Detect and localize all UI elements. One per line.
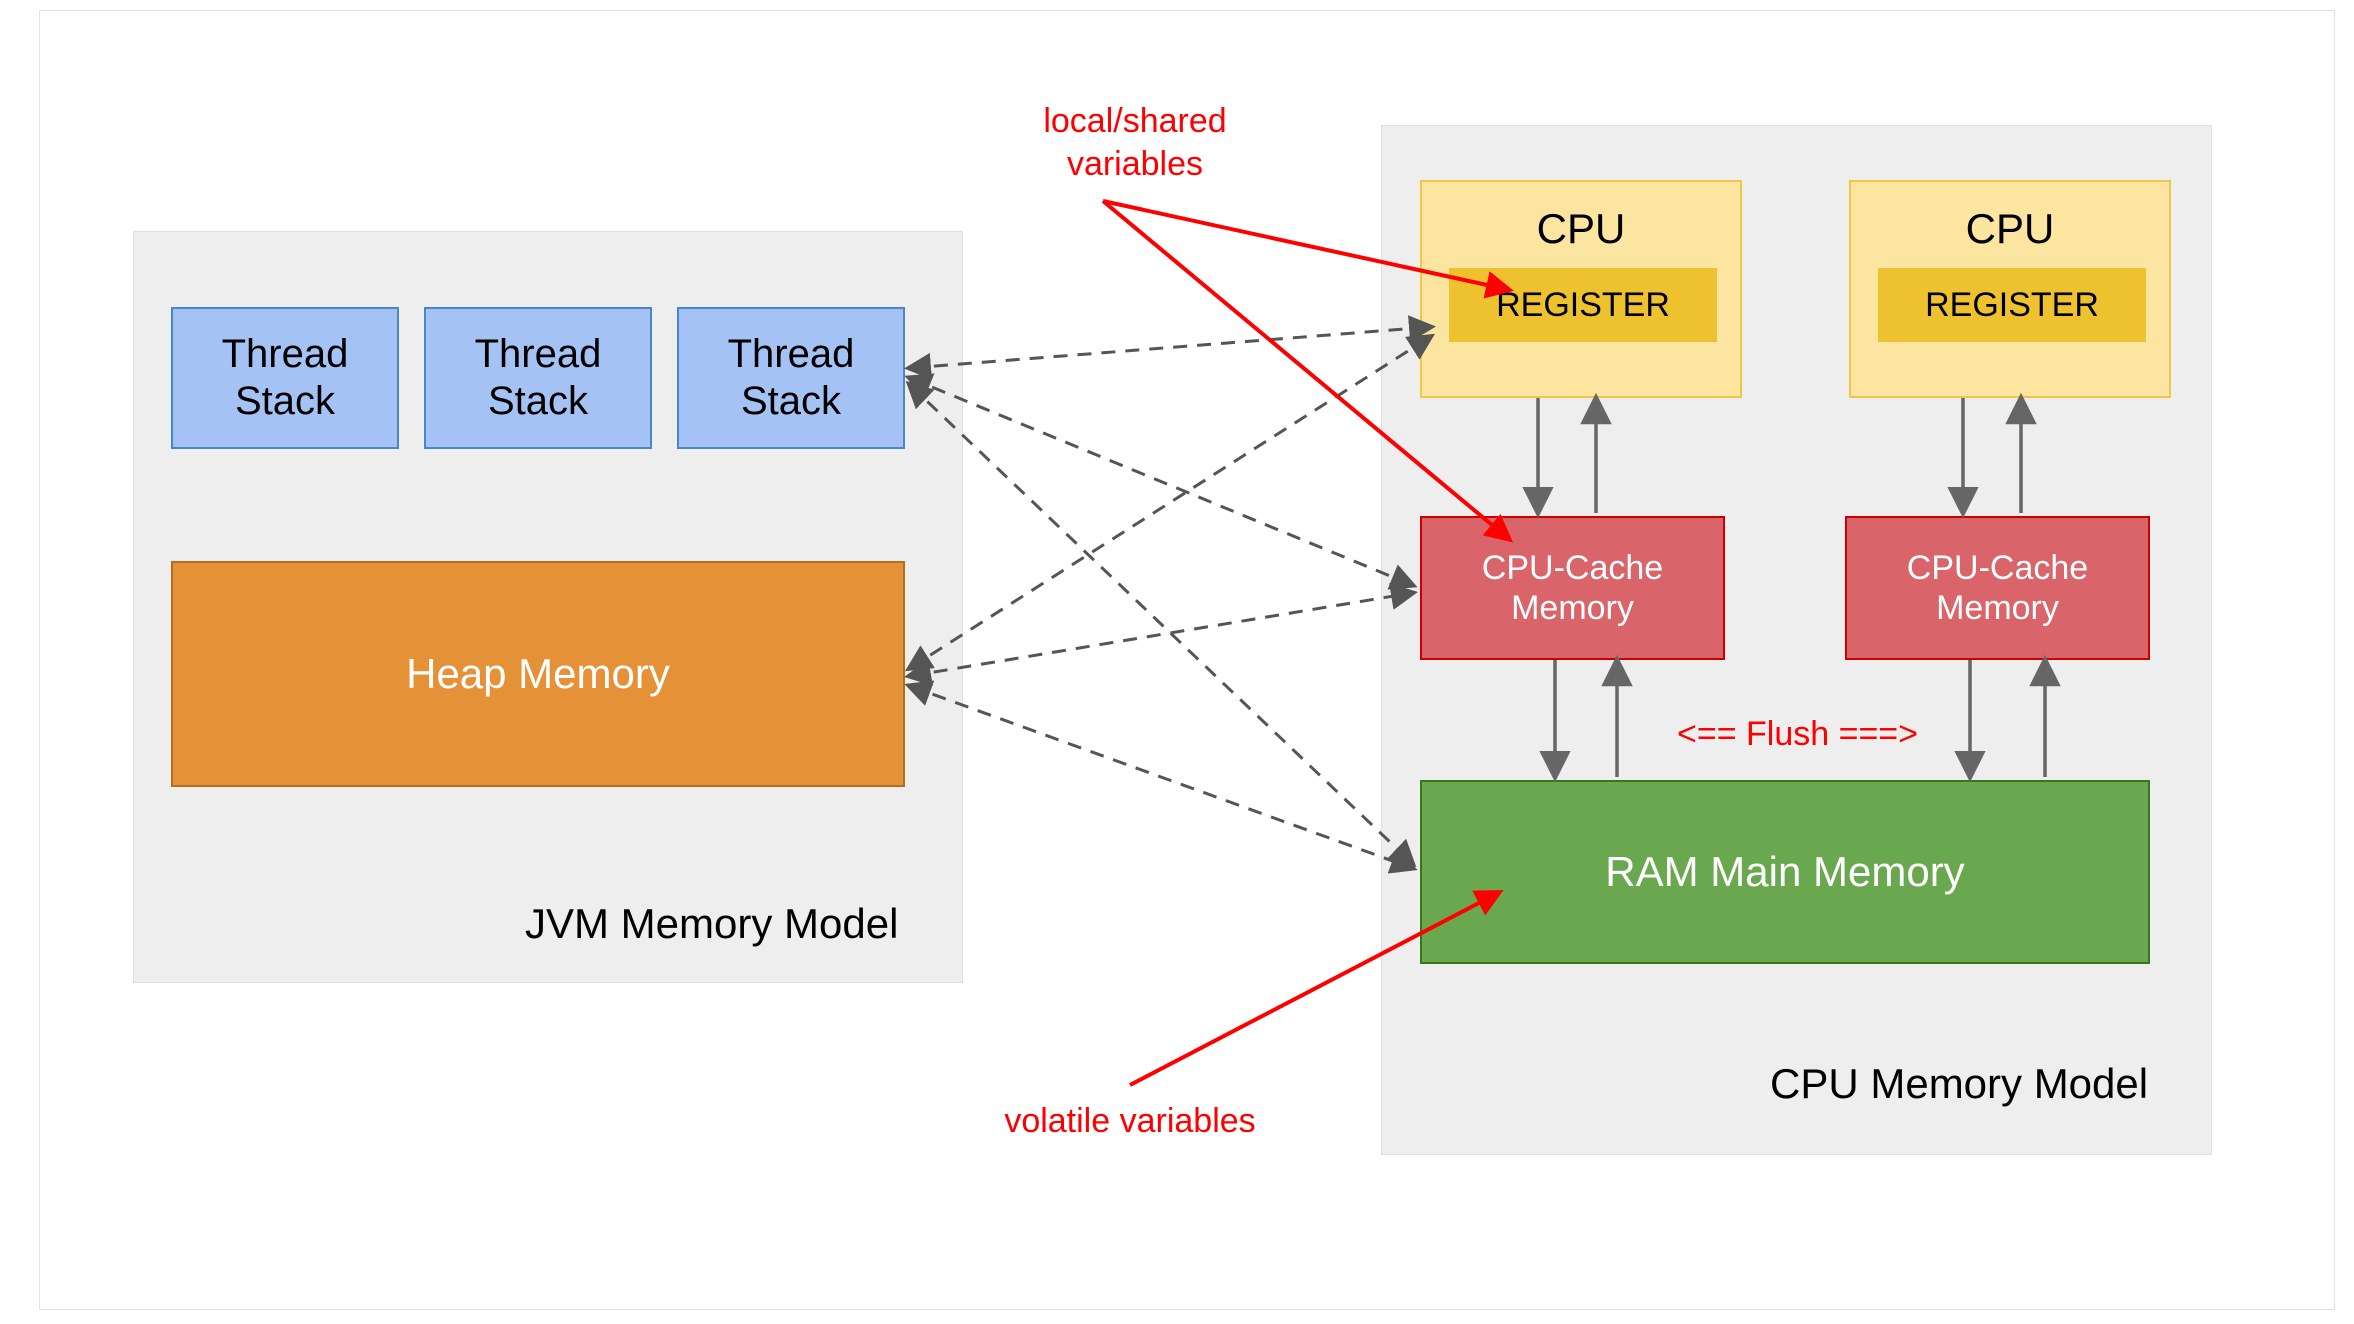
thread-stack-1[interactable]: Thread Stack — [171, 307, 399, 449]
cpu-title-1: CPU — [1536, 205, 1626, 252]
register-box-2[interactable]: REGISTER — [1878, 268, 2146, 342]
local-shared-variables-annotation: local/shared variables — [1043, 102, 1227, 183]
cpu-cache-box-2[interactable]: CPU-Cache Memory — [1845, 516, 2150, 660]
ram-main-memory-box[interactable]: RAM Main Memory — [1420, 780, 2150, 964]
cpu-box-2[interactable]: CPU REGISTER — [1849, 180, 2171, 398]
cpu-box-1[interactable]: CPU REGISTER — [1420, 180, 1742, 398]
thread-stack-3[interactable]: Thread Stack — [677, 307, 905, 449]
cpu-memory-model-label: CPU Memory Model — [1770, 1060, 2149, 1107]
volatile-variables-annotation: volatile variables — [1004, 1102, 1256, 1140]
thread-stack-2[interactable]: Thread Stack — [424, 307, 652, 449]
register-box-1[interactable]: REGISTER — [1449, 268, 1717, 342]
jvm-memory-model-label: JVM Memory Model — [525, 900, 899, 947]
cpu-cache-box-1[interactable]: CPU-Cache Memory — [1420, 516, 1725, 660]
flush-label: <== Flush ===> — [1677, 715, 1919, 753]
cpu-title-2: CPU — [1965, 205, 2055, 252]
heap-memory-box[interactable]: Heap Memory — [171, 561, 905, 787]
